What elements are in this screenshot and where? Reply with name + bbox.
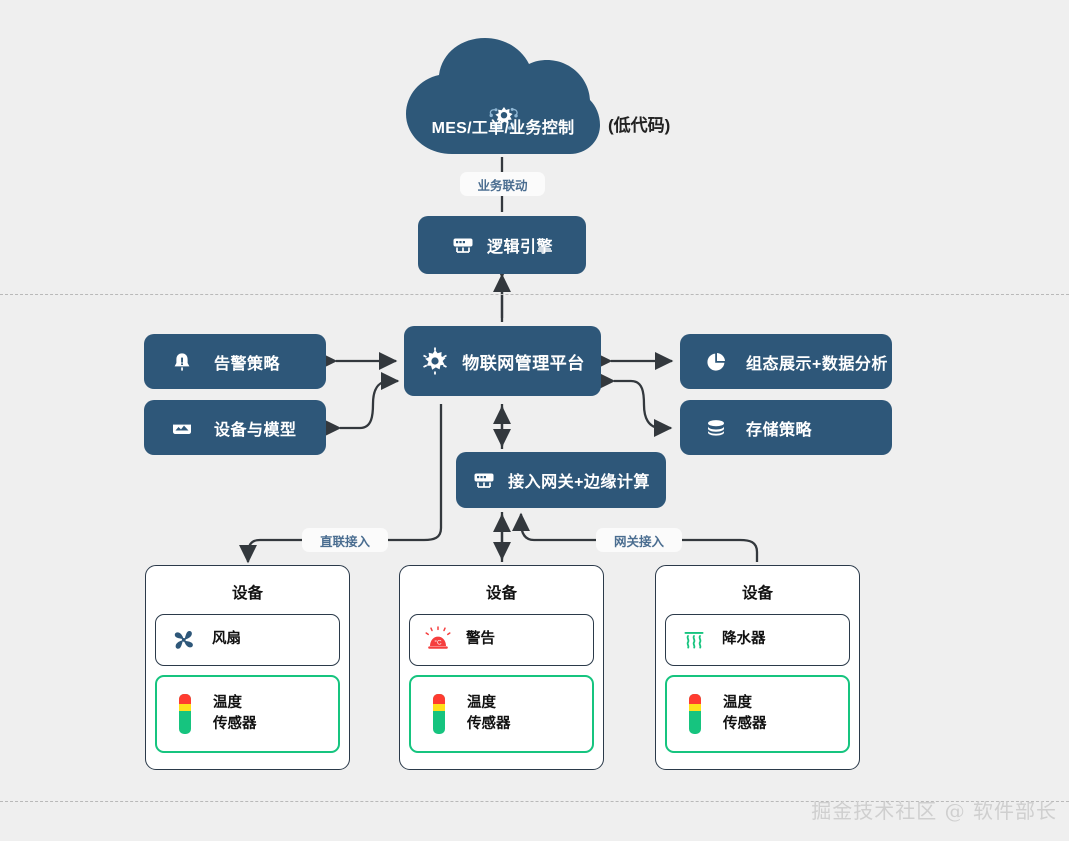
node-alarm-policy[interactable]: 告警策略 — [144, 334, 326, 389]
dashed-separator-top — [0, 294, 1069, 295]
node-storage-policy[interactable]: 存储策略 — [680, 400, 892, 455]
device-component-temp-sensor[interactable]: 温度传感器 — [409, 675, 594, 753]
device-component-temp-sensor[interactable]: 温度传感器 — [665, 675, 850, 753]
device-component-temp-sensor-label: 温度传感器 — [467, 694, 511, 732]
node-iot-platform-label: 物联网管理平台 — [462, 353, 585, 373]
device-card-title: 设备 — [231, 585, 263, 602]
wire-label-gateway-access-text: 网关接入 — [613, 534, 664, 549]
node-scada-analytics-label: 组态展示+数据分析 — [746, 355, 888, 373]
cloud-node-mes[interactable]: MES/工单/业务控制 — [404, 36, 602, 156]
node-device-model[interactable]: 设备与模型 — [144, 400, 326, 455]
sprinkler-icon — [680, 623, 708, 657]
device-component-temp-sensor-label: 温度传感器 — [213, 694, 257, 732]
fan-icon — [170, 623, 198, 657]
watermark: 掘金技术社区 @ 软件部长 — [811, 799, 1057, 823]
node-logic-engine-label: 逻辑引擎 — [486, 239, 553, 256]
temperature-sensor-icon — [681, 694, 709, 734]
device-card-title: 设备 — [485, 585, 517, 602]
node-scada-analytics[interactable]: 组态展示+数据分析 — [680, 334, 892, 389]
device-card[interactable]: 设备 °C 警告 — [399, 565, 604, 770]
device-component-temp-sensor[interactable]: 温度传感器 — [155, 675, 340, 753]
node-storage-policy-label: 存储策略 — [746, 421, 813, 439]
device-component-alarm[interactable]: °C 警告 — [409, 614, 594, 666]
node-logic-engine[interactable]: 逻辑引擎 — [418, 216, 586, 274]
temperature-sensor-icon — [171, 694, 199, 734]
device-component-fan-label: 风扇 — [212, 631, 241, 648]
iot-chip-gear-icon — [420, 346, 450, 376]
device-component-fan[interactable]: 风扇 — [155, 614, 340, 666]
wire-label-gateway-access: 网关接入 — [596, 528, 682, 552]
wire-label-business-link: 业务联动 — [460, 172, 545, 196]
gear-network-icon — [487, 98, 521, 132]
temperature-sensor-icon — [425, 694, 453, 734]
wire-label-business-link-text: 业务联动 — [477, 178, 528, 193]
device-component-alarm-label: 警告 — [466, 631, 495, 648]
device-card[interactable]: 设备 风扇 — [145, 565, 350, 770]
database-icon — [704, 416, 728, 440]
pie-chart-icon — [704, 350, 728, 374]
wire-label-direct-access-text: 直联接入 — [319, 534, 370, 549]
gateway-device-icon — [451, 233, 475, 257]
node-iot-platform[interactable]: 物联网管理平台 — [404, 326, 601, 396]
alarm-siren-icon: °C — [424, 623, 452, 657]
svg-text:°C: °C — [434, 638, 442, 646]
device-card-title: 设备 — [741, 585, 773, 602]
node-device-model-label: 设备与模型 — [214, 421, 297, 439]
node-access-gateway[interactable]: 接入网关+边缘计算 — [456, 452, 666, 508]
device-component-temp-sensor-label: 温度传感器 — [723, 694, 767, 732]
node-access-gateway-label: 接入网关+边缘计算 — [508, 474, 650, 491]
device-component-sprinkler-label: 降水器 — [722, 631, 766, 648]
lowcode-annotation: (低代码) — [608, 116, 671, 135]
bell-alert-icon — [170, 350, 194, 374]
device-component-sprinkler[interactable]: 降水器 — [665, 614, 850, 666]
dashed-separator-bottom — [0, 801, 1069, 802]
device-card[interactable]: 设备 降水器 — [655, 565, 860, 770]
cloud-label: MES/工单/业务控制 — [431, 120, 575, 137]
gateway-device-icon — [472, 468, 496, 492]
cloud-shape — [406, 38, 600, 154]
wire-label-direct-access: 直联接入 — [302, 528, 388, 552]
device-model-icon — [170, 416, 194, 440]
node-alarm-policy-label: 告警策略 — [214, 355, 281, 373]
